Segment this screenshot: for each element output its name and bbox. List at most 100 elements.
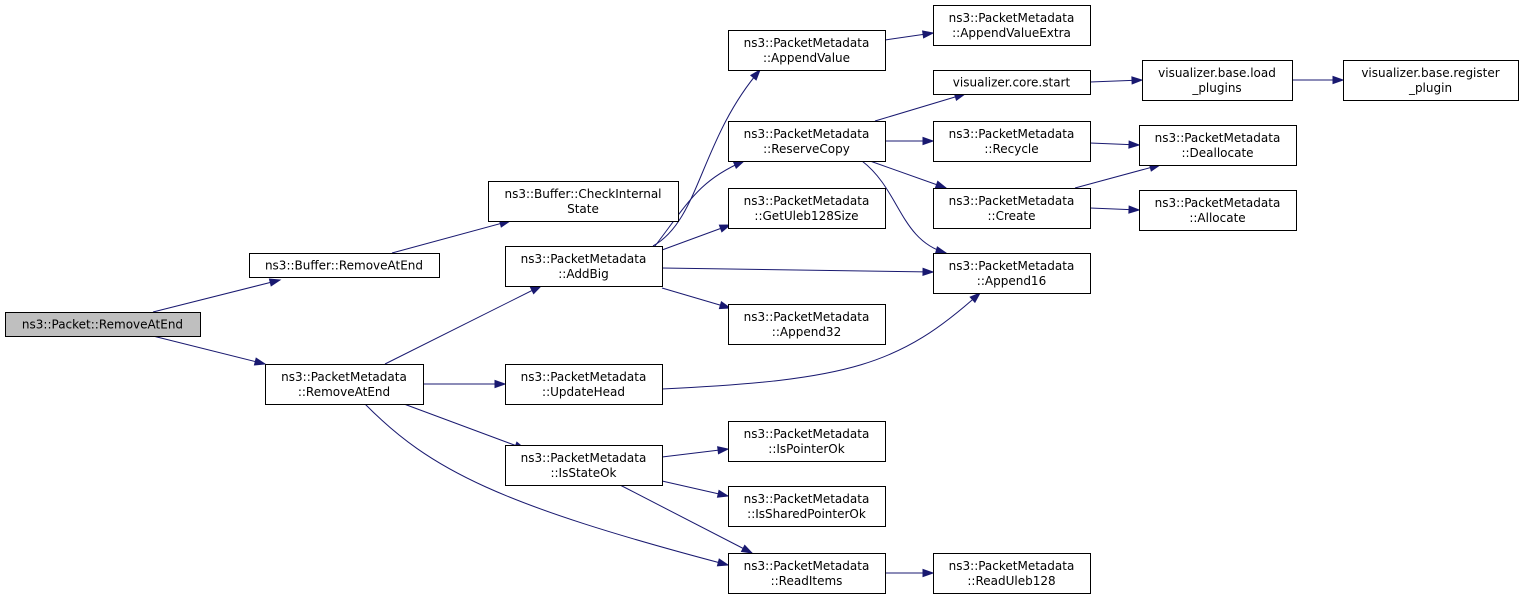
- node-label: ns3::PacketMetadata: [521, 451, 647, 465]
- node-label: ::AppendValue: [763, 51, 850, 65]
- node-label: ns3::Packet::RemoveAtEnd: [22, 318, 183, 332]
- edge-n9-n19-arrowhead: [934, 246, 948, 255]
- node-label: ::Append32: [772, 325, 841, 339]
- node-n12[interactable]: ns3::PacketMetadata::IsPointerOk: [728, 421, 886, 462]
- edge-n5-n10: [661, 224, 731, 251]
- node-box[interactable]: [933, 5, 1091, 46]
- nodes-layer: ns3::Packet::RemoveAtEnd ns3::Buffer::Rem…: [5, 5, 1519, 594]
- node-n18[interactable]: ns3::PacketMetadata::Create: [933, 188, 1091, 229]
- edge-n7-n14-arrowhead: [740, 544, 754, 554]
- node-box[interactable]: [728, 486, 886, 527]
- node-label: ::ReadItems: [771, 574, 843, 588]
- edge-n21-n24-arrowhead: [1332, 75, 1345, 85]
- node-box[interactable]: [728, 188, 886, 229]
- node-n24[interactable]: visualizer.base.register_plugin: [1343, 60, 1519, 101]
- edge-n9-n18: [869, 160, 947, 189]
- node-n9[interactable]: ns3::PacketMetadata::ReserveCopy: [728, 121, 886, 162]
- edge-n18-n22: [1074, 164, 1161, 189]
- edge-n5-n8-arrowhead: [749, 68, 761, 81]
- edge-n5-n9: [654, 160, 745, 247]
- node-label: ns3::PacketMetadata: [949, 11, 1075, 25]
- node-n19[interactable]: ns3::PacketMetadata::Append16: [933, 253, 1091, 294]
- node-box[interactable]: [265, 364, 424, 405]
- edge-n9-n17-arrowhead: [922, 136, 935, 146]
- node-label: ::ReserveCopy: [763, 142, 850, 156]
- node-label: ::AppendValueExtra: [952, 26, 1071, 40]
- edge-n2-n4: [391, 220, 511, 254]
- node-n21[interactable]: visualizer.base.load_plugins: [1142, 60, 1293, 101]
- node-label: ns3::PacketMetadata: [1155, 131, 1281, 145]
- node-label: visualizer.base.register: [1361, 66, 1499, 80]
- edge-n7-n13-arrowhead: [716, 489, 730, 498]
- edge-n16-n21-arrowhead: [1131, 76, 1144, 85]
- node-n5[interactable]: ns3::PacketMetadata::AddBig: [505, 246, 663, 287]
- node-n8[interactable]: ns3::PacketMetadata::AppendValue: [728, 30, 886, 71]
- node-n20[interactable]: ns3::PacketMetadata::ReadUleb128: [933, 553, 1091, 594]
- node-box[interactable]: [505, 246, 663, 287]
- node-box[interactable]: [505, 445, 663, 486]
- node-box[interactable]: [728, 304, 886, 345]
- edge-n3-n5: [384, 285, 542, 365]
- node-box[interactable]: [728, 421, 886, 462]
- node-box[interactable]: [505, 364, 663, 405]
- node-label: ns3::PacketMetadata: [949, 559, 1075, 573]
- node-label: ::GetUleb128Size: [754, 209, 858, 223]
- node-label: ns3::Buffer::CheckInternal: [504, 187, 661, 201]
- edges-layer: [152, 30, 1345, 578]
- edge-n5-n9-arrowhead: [732, 160, 746, 170]
- node-n17[interactable]: ns3::PacketMetadata::Recycle: [933, 121, 1091, 162]
- node-n7[interactable]: ns3::PacketMetadata::IsStateOk: [505, 445, 663, 486]
- node-box[interactable]: [933, 70, 1091, 95]
- edge-n9-n18-arrowhead: [934, 180, 948, 189]
- node-box[interactable]: [488, 181, 679, 222]
- node-n22[interactable]: ns3::PacketMetadata::Deallocate: [1139, 125, 1297, 166]
- node-n14[interactable]: ns3::PacketMetadata::ReadItems: [728, 553, 886, 594]
- edge-n7-n12-arrowhead: [717, 446, 730, 455]
- node-n10[interactable]: ns3::PacketMetadata::GetUleb128Size: [728, 188, 886, 229]
- edge-n5-n10-arrowhead: [718, 224, 732, 233]
- edge-n5-n11-arrowhead: [718, 301, 732, 310]
- node-label: ns3::Buffer::RemoveAtEnd: [265, 259, 423, 273]
- node-label: ::Append16: [977, 274, 1046, 288]
- node-box[interactable]: [1142, 60, 1293, 101]
- node-box[interactable]: [933, 253, 1091, 294]
- edge-n14-n20-arrowhead: [922, 568, 935, 578]
- node-n1[interactable]: ns3::Packet::RemoveAtEnd: [5, 312, 201, 337]
- node-label: ns3::PacketMetadata: [744, 127, 870, 141]
- node-box[interactable]: [933, 188, 1091, 229]
- node-box[interactable]: [933, 121, 1091, 162]
- node-box[interactable]: [249, 253, 440, 278]
- node-label: ::Allocate: [1189, 211, 1245, 225]
- node-label: ns3::PacketMetadata: [281, 370, 407, 384]
- node-label: ns3::PacketMetadata: [744, 427, 870, 441]
- node-box[interactable]: [728, 553, 886, 594]
- node-box[interactable]: [1343, 60, 1519, 101]
- edge-n17-n22-arrowhead: [1128, 140, 1141, 149]
- node-n15[interactable]: ns3::PacketMetadata::AppendValueExtra: [933, 5, 1091, 46]
- edge-n6-n19: [661, 292, 981, 390]
- edge-n7-n12: [661, 448, 729, 458]
- edge-n5-n19-arrowhead: [922, 267, 935, 277]
- node-box[interactable]: [1139, 190, 1297, 231]
- edge-n7-n14: [619, 484, 753, 554]
- node-box[interactable]: [728, 30, 886, 71]
- node-label: ns3::PacketMetadata: [521, 370, 647, 384]
- node-n13[interactable]: ns3::PacketMetadata::IsSharedPointerOk: [728, 486, 886, 527]
- node-n3[interactable]: ns3::PacketMetadata::RemoveAtEnd: [265, 364, 424, 405]
- node-n6[interactable]: ns3::PacketMetadata::UpdateHead: [505, 364, 663, 405]
- node-box[interactable]: [5, 312, 201, 337]
- node-n2[interactable]: ns3::Buffer::RemoveAtEnd: [249, 253, 440, 278]
- node-label: State: [567, 202, 599, 216]
- node-box[interactable]: [728, 121, 886, 162]
- node-box[interactable]: [1139, 125, 1297, 166]
- node-label: ::IsSharedPointerOk: [747, 507, 866, 521]
- node-box[interactable]: [933, 553, 1091, 594]
- node-label: ns3::PacketMetadata: [744, 194, 870, 208]
- edge-n1-n2: [152, 279, 281, 313]
- node-n16[interactable]: visualizer.core.start: [933, 70, 1091, 95]
- node-n23[interactable]: ns3::PacketMetadata::Allocate: [1139, 190, 1297, 231]
- node-label: ::UpdateHead: [542, 385, 625, 399]
- node-n11[interactable]: ns3::PacketMetadata::Append32: [728, 304, 886, 345]
- edge-n3-n14: [364, 403, 729, 566]
